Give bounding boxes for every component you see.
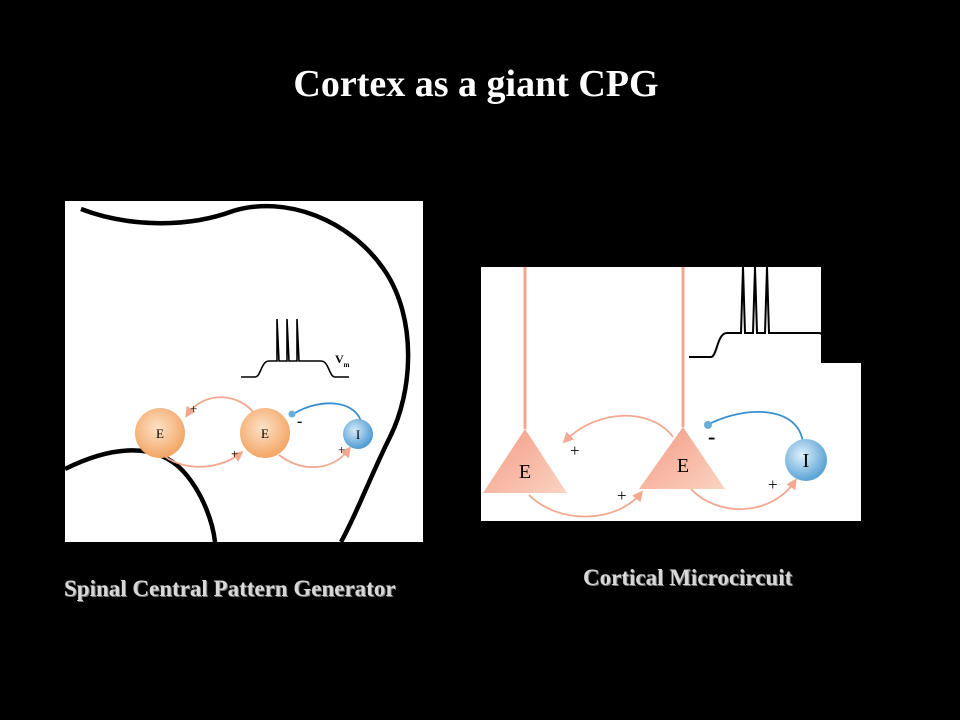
vm-label: Vm — [335, 352, 350, 369]
slide-title: Cortex as a giant CPG — [293, 63, 659, 105]
plus-sign-bottom-right: + — [768, 475, 778, 494]
neuron-excitatory-left-label: E — [156, 426, 164, 441]
neuron-excitatory-mid-label: E — [261, 426, 269, 441]
plus-sign-bottom-left: + — [231, 446, 238, 461]
cortical-microcircuit-panel: + + + - E E I — [481, 267, 861, 521]
pyramidal-neuron-left — [483, 429, 567, 493]
neuron-excitatory-left — [135, 408, 185, 458]
inhibitory-neuron — [785, 439, 827, 481]
pyramidal-neuron-mid — [639, 427, 725, 489]
plus-sign-top: + — [570, 441, 580, 460]
membrane-potential-trace — [689, 267, 859, 358]
spinal-cpg-diagram: Vm + + + - E E I — [65, 203, 411, 542]
vm-trace — [241, 318, 349, 378]
inhibitory-terminal — [704, 421, 712, 429]
plus-sign-bottom-left: + — [617, 486, 627, 505]
neuron-inhibitory — [343, 419, 373, 449]
inhibitory-terminal — [288, 410, 296, 418]
minus-sign: - — [708, 424, 715, 449]
spinal-cpg-caption: Spinal Central Pattern Generator — [64, 576, 396, 601]
spinal-cpg-panel: Vm + + + - E E I — [65, 201, 423, 542]
excitatory-arrow-forward — [528, 490, 644, 518]
excitatory-arrow-left-feedback — [185, 396, 258, 418]
excitatory-arrow-feedback — [562, 414, 674, 444]
inhibitory-neuron-label: I — [803, 450, 810, 472]
spinal-cord-outline-lower — [65, 448, 218, 542]
pyramidal-neuron-mid-label: E — [677, 455, 689, 477]
cortical-microcircuit-diagram: + + + - E E I — [483, 267, 861, 518]
plus-sign-bottom-right: + — [338, 442, 345, 457]
plus-sign-top: + — [190, 401, 197, 416]
neuron-inhibitory-label: I — [356, 427, 360, 442]
excitatory-arrow-to-inhibitory — [278, 446, 351, 468]
cortical-microcircuit-caption: Cortical Microcircuit — [583, 565, 793, 590]
spinal-cord-outline — [80, 203, 411, 542]
pyramidal-neuron-left-label: E — [519, 461, 531, 483]
excitatory-arrow-to-inhibitory — [690, 478, 797, 510]
neuron-excitatory-mid — [240, 408, 290, 458]
inhibitory-arrow — [710, 411, 804, 444]
minus-sign: - — [297, 413, 302, 430]
inhibitory-arrow — [294, 402, 362, 422]
